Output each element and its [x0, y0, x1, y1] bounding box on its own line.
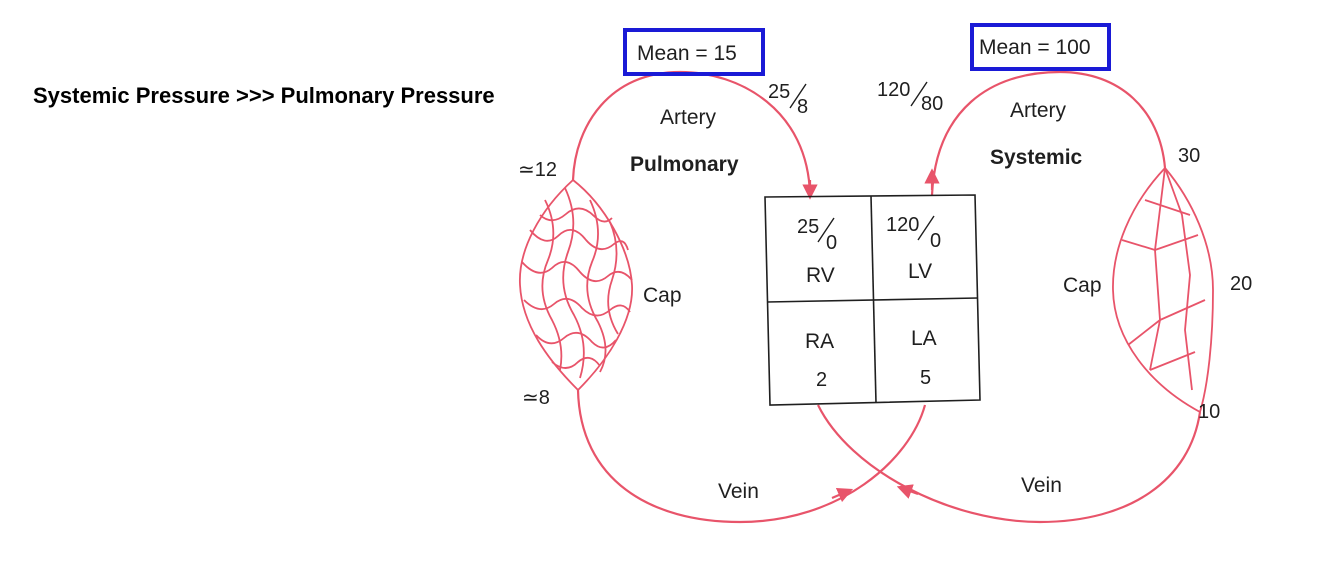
ra-pressure: 2 [816, 369, 827, 391]
heart-chambers [764, 194, 981, 406]
systemic-name-label: Systemic [990, 146, 1083, 169]
pulmonary-vein-label: Vein [718, 480, 759, 503]
systemic-artery-label: Artery [1010, 99, 1067, 122]
systemic-venule-pressure: 10 [1198, 401, 1220, 423]
la-label: LA [911, 327, 937, 350]
rv-diastolic: 0 [826, 232, 837, 254]
systemic-cap-pressure: 20 [1230, 273, 1252, 295]
systemic-mean-label: Mean = 100 [979, 36, 1091, 59]
pulmonary-cap-arterial-pressure: ≃12 [518, 159, 557, 181]
systemic-vein-label: Vein [1021, 474, 1062, 497]
systemic-vein-arrow [896, 484, 919, 499]
lv-diastolic: 0 [930, 230, 941, 252]
pulmonary-vein-vessel [576, 389, 927, 524]
rv-systolic: 25 [797, 216, 819, 238]
pulmonary-artery-diastolic: 8 [797, 96, 808, 118]
pulmonary-artery-systolic: 25 [768, 81, 790, 103]
rv-label: RV [806, 264, 835, 287]
pulmonary-name-label: Pulmonary [630, 153, 739, 176]
pulmonary-artery-label: Artery [660, 106, 717, 129]
systemic-cap-label: Cap [1063, 274, 1102, 297]
la-pressure: 5 [920, 367, 931, 389]
ra-label: RA [805, 330, 834, 353]
pulmonary-vein-arrow [831, 487, 854, 503]
pulmonary-mean-label: Mean = 15 [637, 42, 737, 65]
systemic-artery-slash [910, 81, 928, 107]
systemic-artery-vessel [930, 70, 1167, 196]
systemic-artery-systolic: 120 [877, 79, 910, 101]
systemic-vein-vessel [817, 404, 1202, 524]
lv-slash [917, 215, 935, 241]
headline: Systemic Pressure >>> Pulmonary Pressure [33, 83, 495, 108]
rv-slash [817, 217, 835, 243]
lv-systolic: 120 [886, 214, 919, 236]
pulmonary-artery-slash [789, 83, 807, 109]
systemic-capillary-bed [1112, 167, 1214, 413]
systemic-mean-box [970, 23, 1111, 71]
pulmonary-mean-box [623, 28, 765, 76]
pulmonary-cap-venous-pressure: ≃8 [522, 387, 550, 409]
pulmonary-capillary-bed [519, 178, 633, 392]
systemic-artery-diastolic: 80 [921, 93, 943, 115]
pulmonary-cap-label: Cap [643, 284, 682, 307]
systemic-arteriole-pressure: 30 [1178, 145, 1200, 167]
lv-label: LV [908, 260, 932, 283]
